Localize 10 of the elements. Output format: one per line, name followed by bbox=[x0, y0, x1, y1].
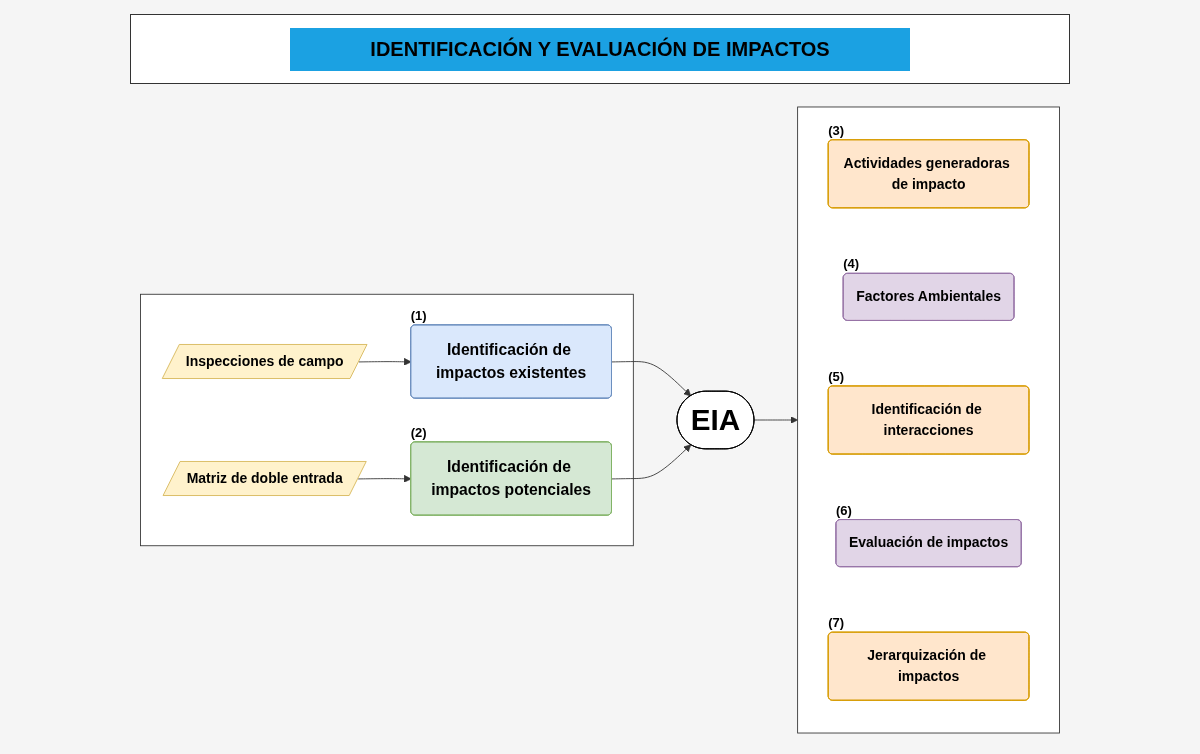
step-number: (2) bbox=[410, 424, 427, 440]
step-number: (5) bbox=[828, 368, 845, 384]
diagram-title: IDENTIFICACIÓN Y EVALUACIÓN DE IMPACTOS bbox=[290, 27, 910, 71]
step-number: (7) bbox=[828, 615, 845, 631]
step-number: (1) bbox=[410, 307, 427, 323]
cluster bbox=[797, 106, 1060, 734]
cluster bbox=[140, 293, 634, 547]
step-number: (6) bbox=[835, 502, 852, 518]
step-number: (3) bbox=[828, 122, 845, 138]
step-number: (4) bbox=[843, 256, 860, 272]
